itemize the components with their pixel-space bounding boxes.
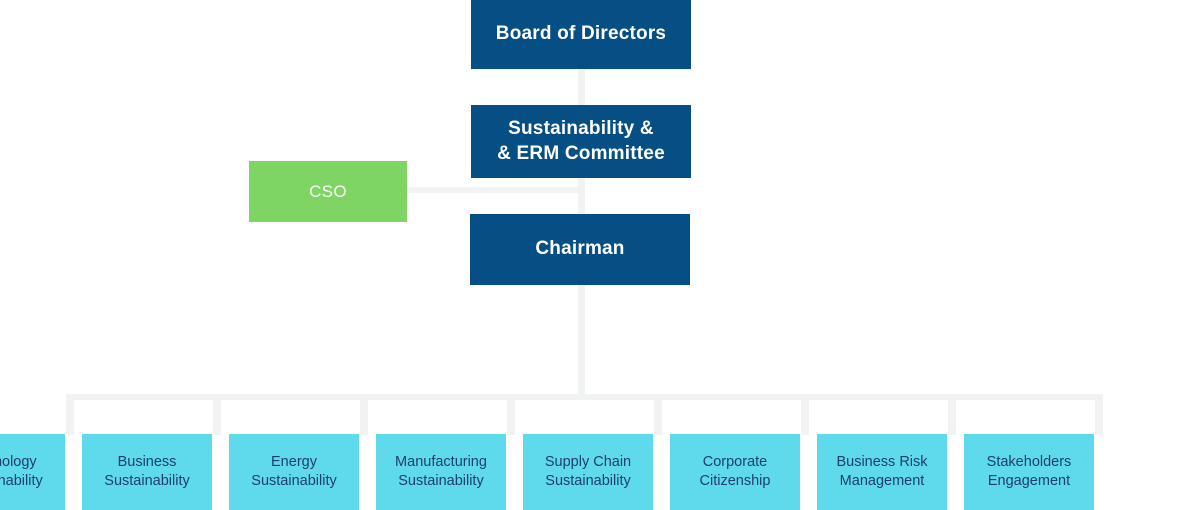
connector-drop-stem bbox=[801, 394, 809, 435]
unit-node-label: Business Risk Management bbox=[836, 454, 928, 489]
unit-node-label: Business Sustainability bbox=[104, 454, 190, 489]
node-chairman-label: Chairman bbox=[535, 238, 625, 260]
unit-node-label: Supply Chain Sustainability bbox=[544, 454, 632, 489]
node-chairman[interactable]: Chairman bbox=[470, 214, 690, 285]
connector-drop-stem bbox=[1095, 394, 1103, 435]
unit-node[interactable]: Energy Sustainability bbox=[229, 434, 359, 510]
unit-node-label: Stakeholders Engagement bbox=[986, 454, 1072, 489]
connector-chairman-to-bus bbox=[578, 284, 585, 397]
connector-drop-stem bbox=[66, 394, 74, 435]
connector-horizontal-bus bbox=[66, 394, 1098, 400]
unit-node[interactable]: Business Risk Management bbox=[817, 434, 947, 510]
connector-drop-stem bbox=[948, 394, 956, 435]
unit-node-label: Technology Sustainability bbox=[0, 454, 43, 489]
unit-node[interactable]: Business Sustainability bbox=[82, 434, 212, 510]
unit-node-label: Corporate Citizenship bbox=[699, 454, 771, 489]
connector-drop-stem bbox=[360, 394, 368, 435]
connector-drop-stem bbox=[507, 394, 515, 435]
connector-committee-to-chairman bbox=[578, 177, 585, 215]
node-cso-label: CSO bbox=[309, 181, 347, 201]
unit-node[interactable]: Stakeholders Engagement bbox=[964, 434, 1094, 510]
node-sustainability-erm-committee[interactable]: Sustainability & & ERM Committee bbox=[471, 105, 691, 178]
connector-drop-stem bbox=[654, 394, 662, 435]
unit-node[interactable]: Supply Chain Sustainability bbox=[523, 434, 653, 510]
unit-node[interactable]: Technology Sustainability bbox=[0, 434, 65, 510]
connector-board-to-committee bbox=[578, 69, 585, 106]
node-sustainability-erm-committee-label: Sustainability & & ERM Committee bbox=[497, 118, 665, 164]
connector-cso-to-spine bbox=[406, 187, 585, 193]
unit-node-label: Energy Sustainability bbox=[251, 454, 337, 489]
node-board-of-directors-label: Board of Directors bbox=[495, 23, 667, 45]
unit-node[interactable]: Manufacturing Sustainability bbox=[376, 434, 506, 510]
connector-drop-stem bbox=[213, 394, 221, 435]
node-cso[interactable]: CSO bbox=[249, 161, 407, 222]
node-board-of-directors[interactable]: Board of Directors bbox=[471, 0, 691, 69]
unit-node[interactable]: Corporate Citizenship bbox=[670, 434, 800, 510]
unit-node-label: Manufacturing Sustainability bbox=[395, 454, 487, 489]
